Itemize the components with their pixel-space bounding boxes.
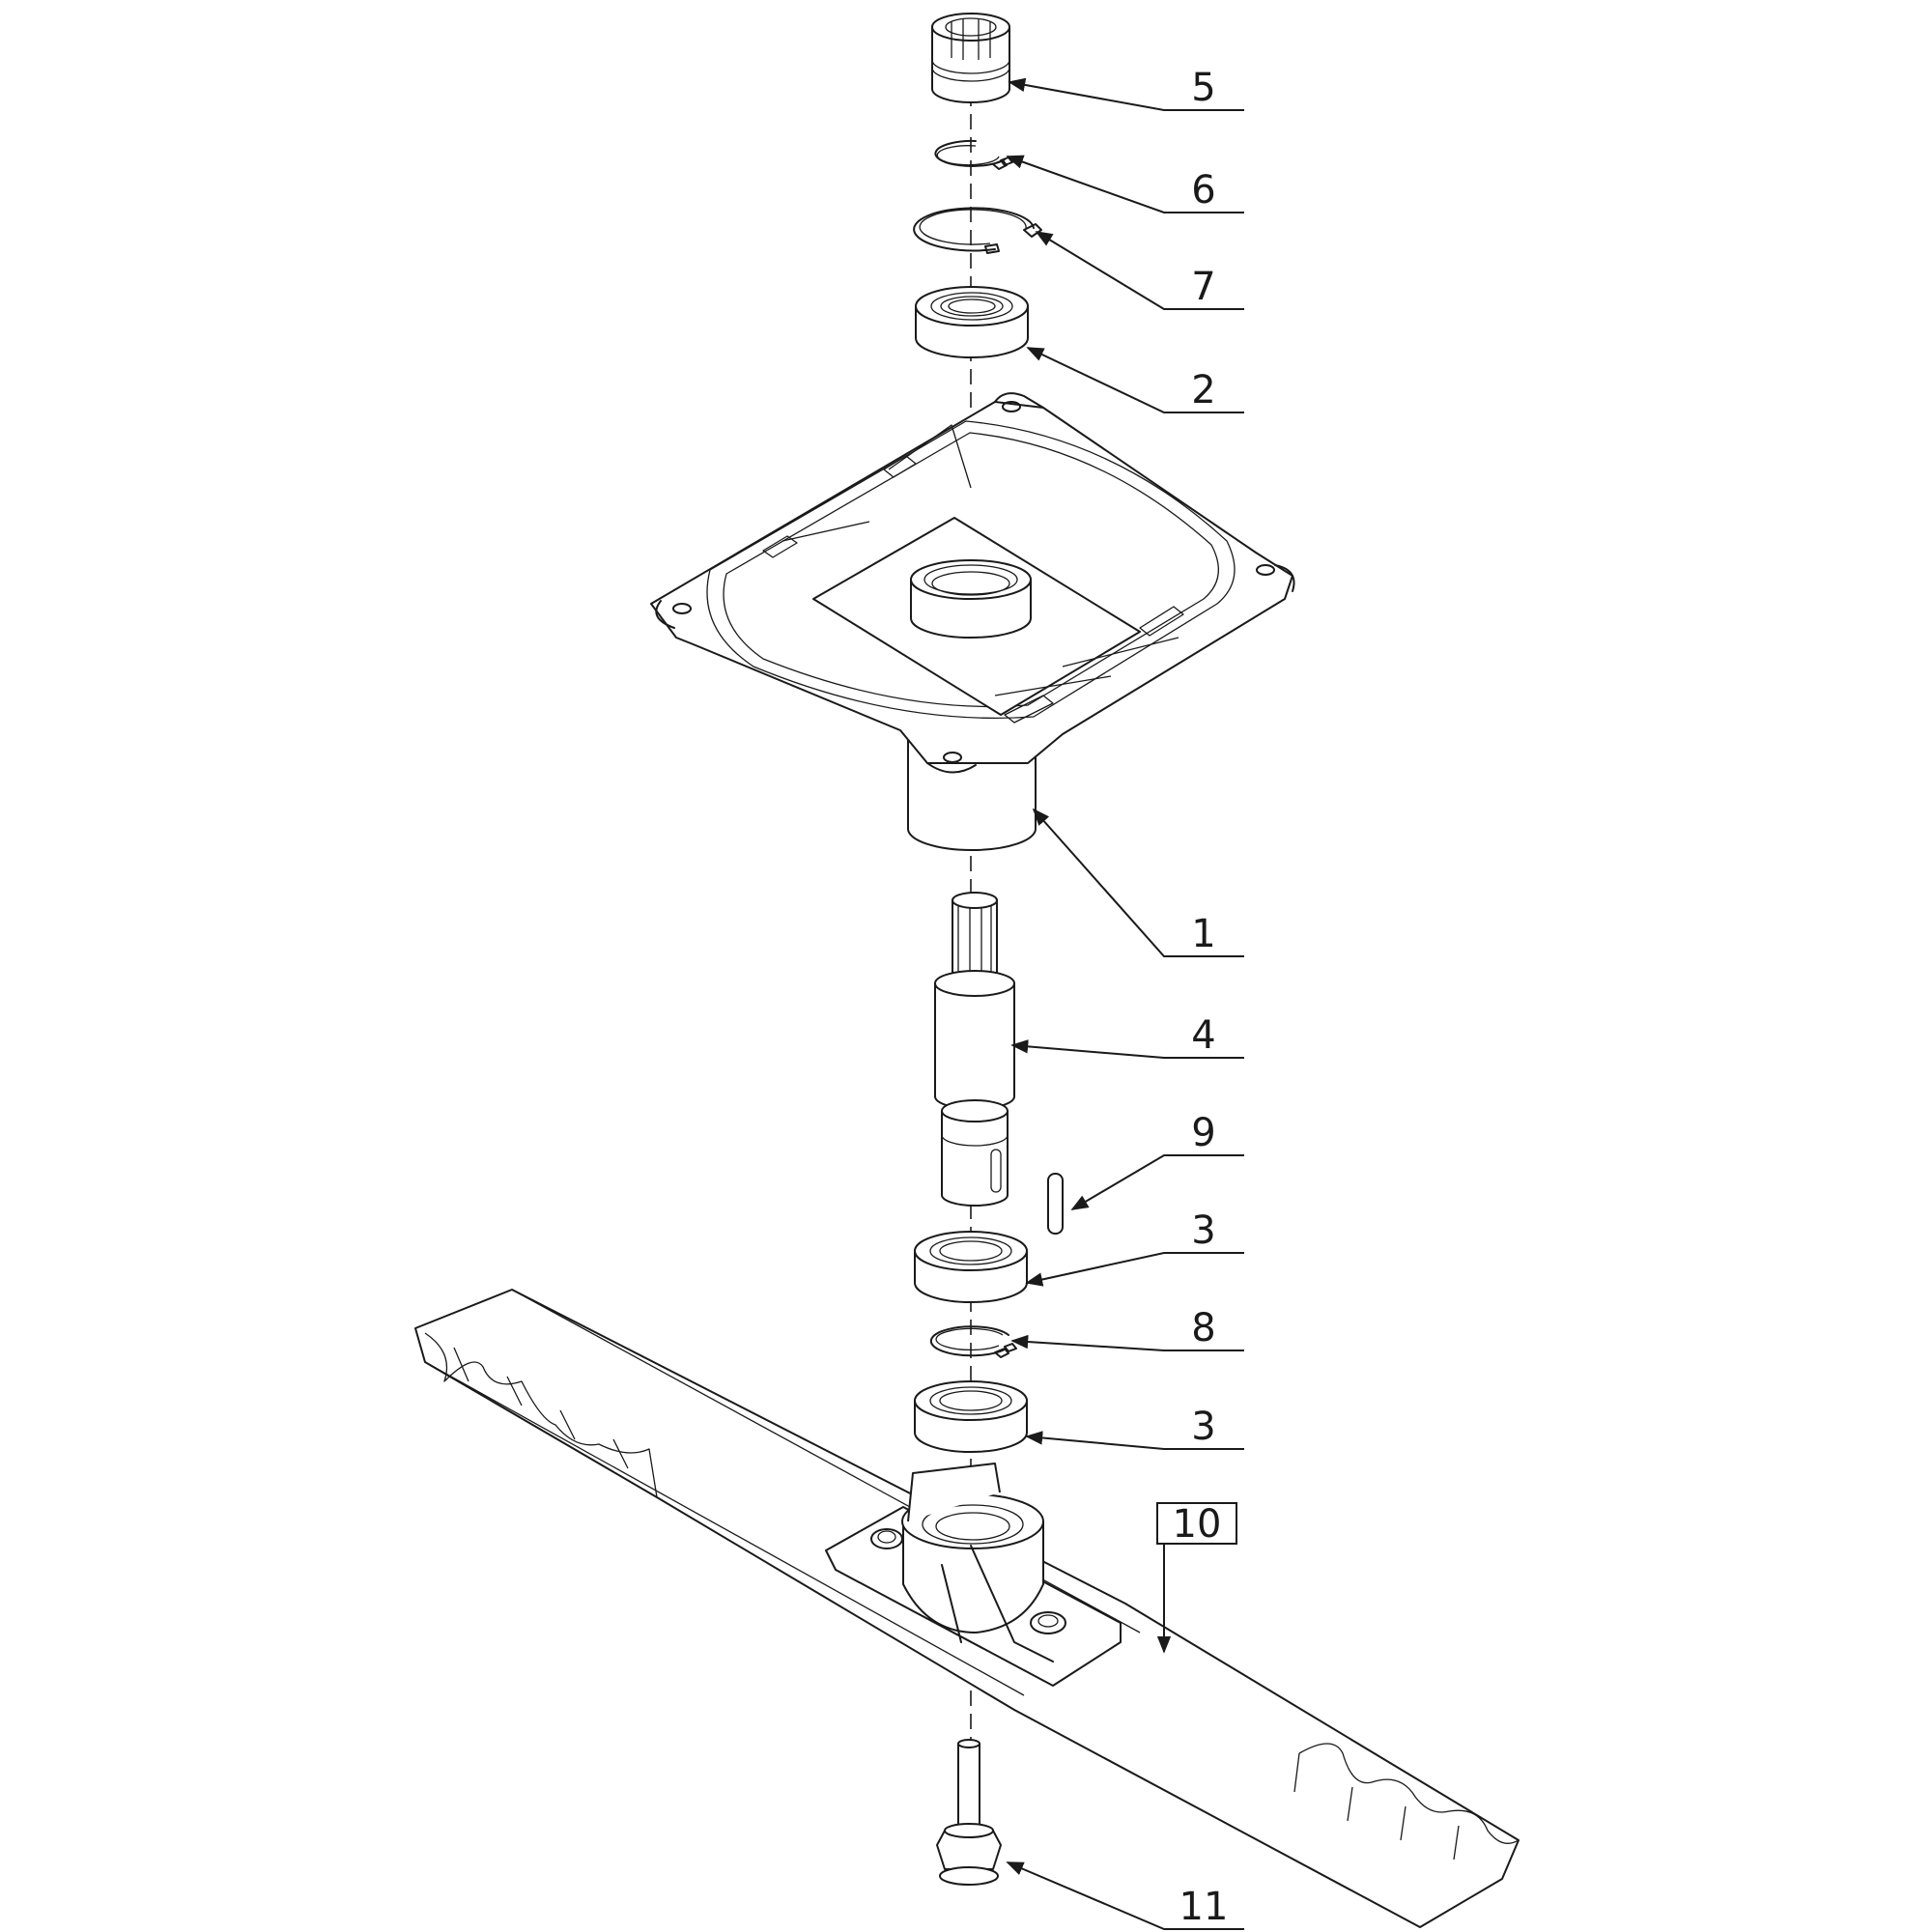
leader-lines	[1006, 77, 1244, 1930]
callout-8: 8	[1191, 1306, 1215, 1350]
part-3-lower-bearing-upper	[914, 1231, 1028, 1303]
part-6-snap-ring	[934, 139, 1013, 170]
part-4-spindle-shaft	[934, 892, 1015, 1207]
part-5-coupling-sleeve	[931, 13, 1010, 103]
callout-2: 2	[1191, 368, 1215, 412]
callout-5: 5	[1191, 66, 1215, 110]
callout-11: 11	[1179, 1885, 1229, 1929]
part-10-blade-assembly	[414, 1289, 1520, 1928]
part-8-snap-ring	[929, 1325, 1017, 1358]
callout-3b: 3	[1191, 1405, 1215, 1449]
callout-10: 10	[1173, 1502, 1222, 1547]
callout-10-box	[1156, 1502, 1237, 1545]
callout-6: 6	[1191, 168, 1215, 213]
callout-3a: 3	[1191, 1208, 1215, 1253]
callout-9: 9	[1191, 1111, 1215, 1155]
part-3-lower-bearing-lower	[914, 1380, 1028, 1453]
callout-7: 7	[1191, 265, 1215, 309]
callout-1: 1	[1191, 912, 1215, 956]
callout-4: 4	[1191, 1013, 1215, 1058]
part-9-key	[1047, 1173, 1064, 1235]
part-1-deck-housing	[650, 392, 1295, 851]
part-11-flange-bolt	[936, 1739, 1002, 1886]
part-2-upper-bearing	[915, 286, 1029, 358]
part-7-circlip	[913, 207, 1042, 254]
